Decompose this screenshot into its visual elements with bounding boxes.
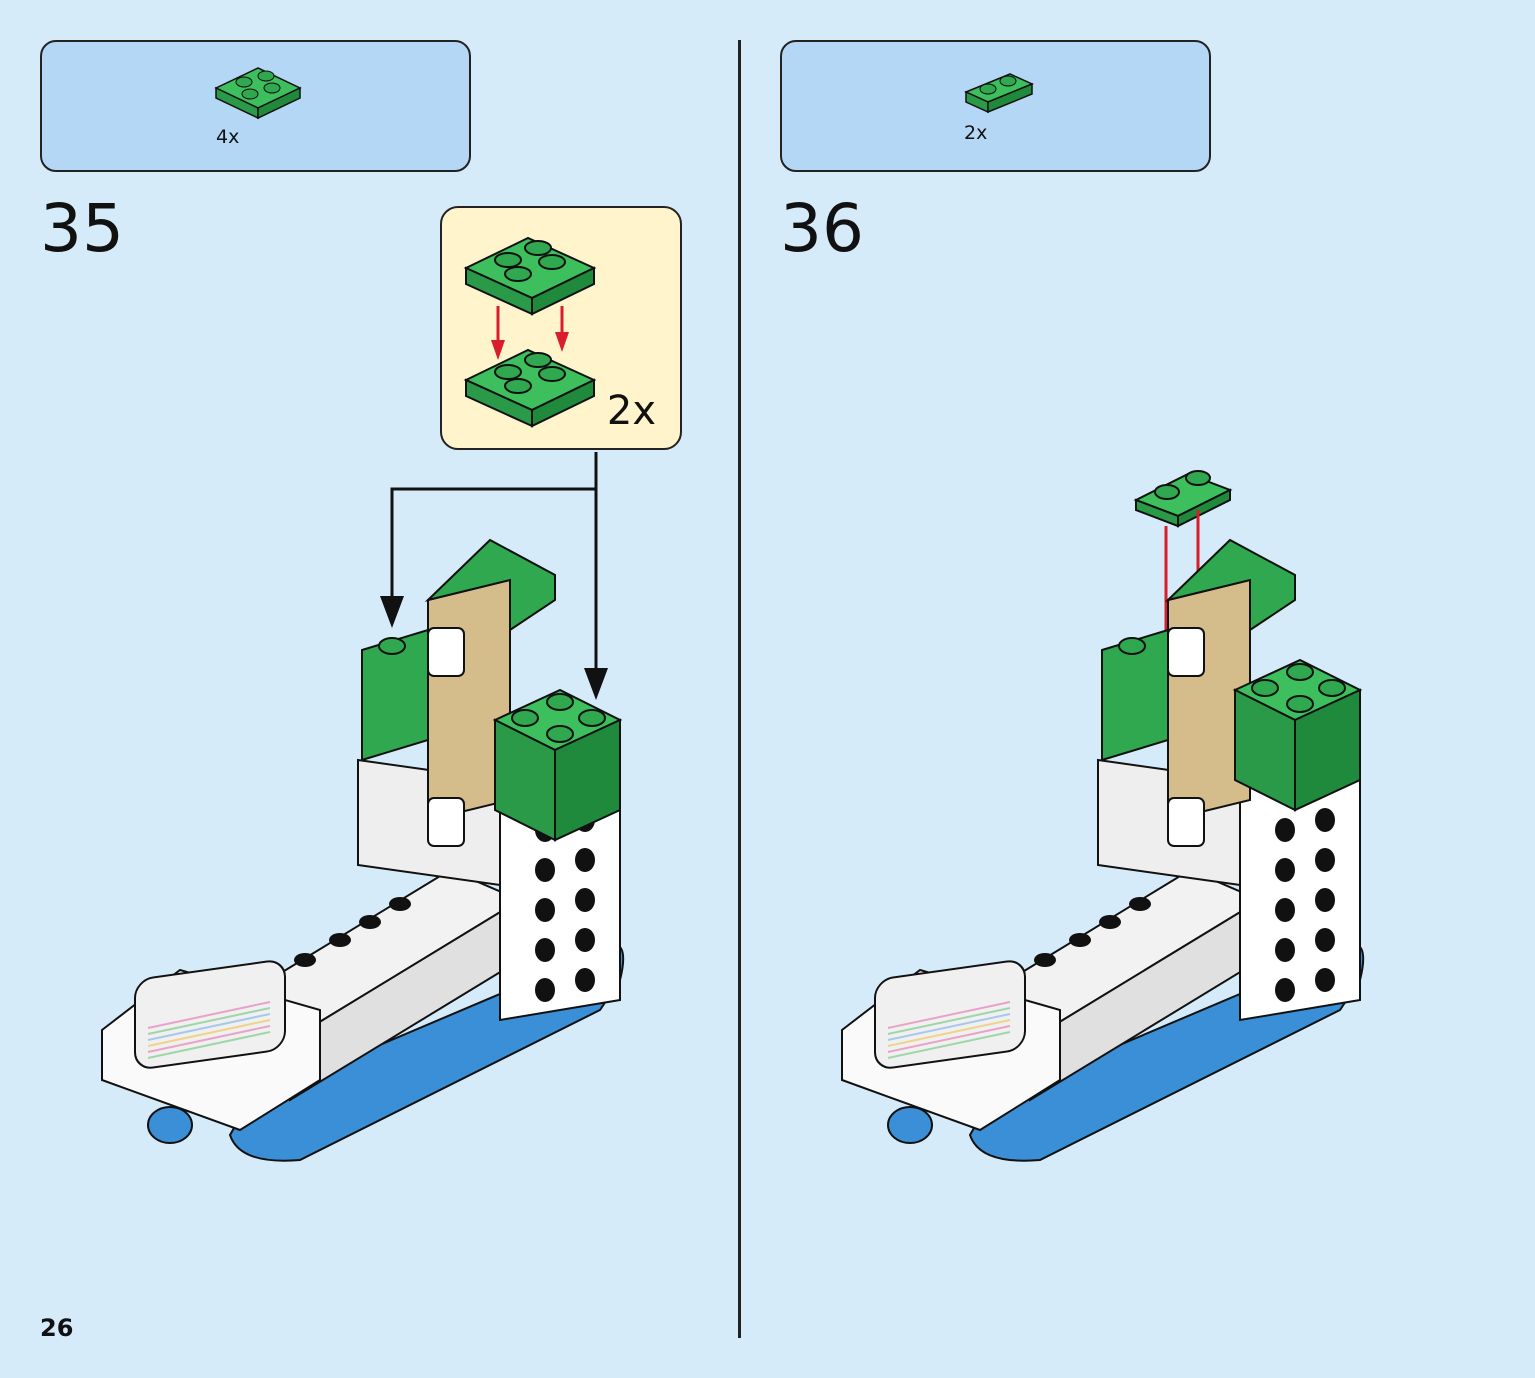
page-divider — [738, 40, 741, 1338]
parts-list-step-35: 4x — [40, 40, 471, 172]
sub-assembly-callout: 2x — [440, 206, 682, 450]
robot-model-step-35 — [101, 538, 625, 1162]
step-number-36: 36 — [780, 190, 864, 267]
green-plate-2x2-icon — [214, 67, 302, 120]
robot-model-step-36 — [841, 470, 1365, 1162]
plate-stack-illustration — [463, 236, 597, 428]
parts-list-step-36: 2x — [780, 40, 1211, 172]
page-number: 26 — [40, 1314, 74, 1342]
parts-quantity: 4x — [216, 126, 240, 148]
green-plate-1x2-icon — [964, 73, 1034, 114]
callout-quantity: 2x — [606, 388, 656, 434]
step-number-35: 35 — [40, 190, 124, 267]
parts-quantity: 2x — [964, 122, 988, 144]
